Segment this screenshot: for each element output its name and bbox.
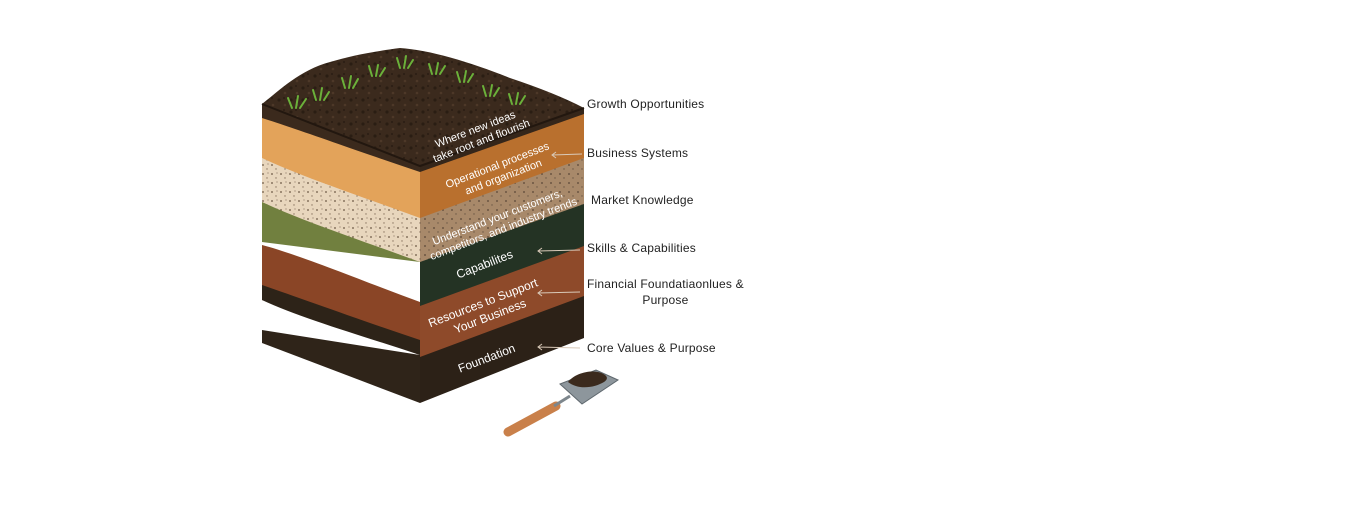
- trowel-handle: [503, 401, 561, 437]
- left-face-dark-band: [262, 285, 420, 355]
- connector-arrows: [537, 151, 583, 351]
- left-face-market: [262, 158, 420, 262]
- arrow-systems: [551, 151, 583, 159]
- side-label-skills: Skills & Capabilities: [587, 241, 696, 255]
- side-label-market: Market Knowledge: [591, 193, 694, 207]
- side-label-systems: Business Systems: [587, 146, 689, 160]
- side-label-financial-line1: Financial Foundatiaonlues &: [587, 277, 744, 291]
- side-label-core: Core Values & Purpose: [587, 341, 716, 355]
- left-face-systems: [262, 112, 420, 218]
- left-faces: [262, 104, 420, 403]
- right-face-capabilities: [420, 200, 584, 306]
- trowel-dirt: [568, 371, 607, 388]
- trowel-shaft: [553, 394, 571, 408]
- trowel-icon: [503, 369, 620, 437]
- right-face-systems: [420, 110, 584, 218]
- arrow-foundation: [537, 343, 581, 351]
- right-face-market: [420, 153, 584, 262]
- side-label-growth: Growth Opportunities: [587, 97, 705, 111]
- side-label-financial: Financial Foundatiaonlues & Purpose: [587, 276, 744, 308]
- grass-tufts: [287, 55, 526, 109]
- right-faces: [420, 108, 584, 403]
- side-label-financial-line2: Purpose: [642, 293, 689, 307]
- arrow-resources: [537, 289, 581, 297]
- top-face: [261, 48, 585, 168]
- right-face-foundation: [420, 292, 584, 403]
- arrow-capabilities: [537, 247, 581, 255]
- right-face-topsoil: [420, 108, 584, 172]
- left-face-foundation: [262, 330, 420, 403]
- left-face-topsoil: [262, 104, 420, 172]
- right-face-resources: [420, 242, 584, 357]
- top-soil-rim: [261, 103, 585, 168]
